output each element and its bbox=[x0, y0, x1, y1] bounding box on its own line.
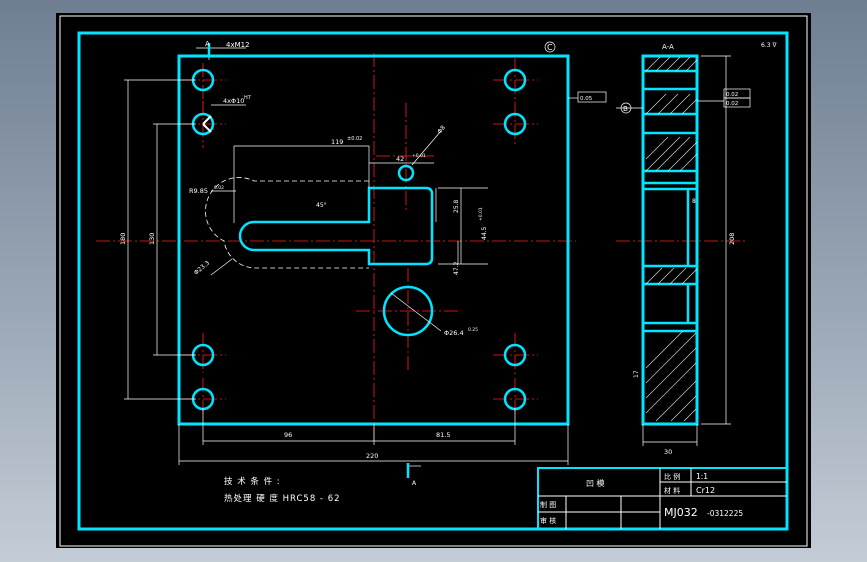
dim-bore-dia: Φ23.3 bbox=[193, 259, 211, 276]
roughness-note: 6.3 ∇ bbox=[761, 42, 777, 49]
section-a-top: A bbox=[205, 40, 210, 48]
drawing-sheet: A 4xM12 C 4xΦ10 H7 119 ±0.02 Φ8 42 +0.01… bbox=[56, 13, 811, 548]
section-outline bbox=[641, 54, 699, 426]
dim-radius-tol: 0.02 bbox=[214, 185, 224, 191]
scale-value: 1:1 bbox=[696, 472, 708, 481]
drawing-no-suffix: -0312225 bbox=[707, 509, 743, 518]
holes bbox=[191, 68, 527, 411]
dim-left: 96 bbox=[284, 431, 292, 439]
section-title: A-A bbox=[662, 43, 674, 51]
dim-height-inner: 130 bbox=[148, 233, 156, 245]
scale-label: 比 例 bbox=[664, 472, 680, 481]
tech-req-line1: 热处理 硬 度 HRC58 - 62 bbox=[224, 493, 341, 504]
dim-right: 81.5 bbox=[436, 431, 450, 439]
center-lines bbox=[96, 53, 746, 443]
tolerance-frames bbox=[577, 88, 751, 108]
material-label: 材 料 bbox=[664, 486, 680, 495]
dimension-lines bbox=[124, 47, 578, 478]
dim-lower-h: 47.2 bbox=[453, 261, 460, 275]
slot-phantom bbox=[205, 177, 369, 269]
bore-note: Φ26.4 bbox=[444, 329, 464, 337]
section-a-bottom: A bbox=[412, 480, 417, 487]
dim-lower: 17 bbox=[633, 370, 640, 378]
dim-top-w: 42 bbox=[396, 155, 404, 163]
title-block bbox=[537, 467, 788, 530]
copyright-c: C bbox=[547, 43, 553, 52]
dim-radius: R9.85 bbox=[189, 187, 208, 195]
hole-tr1 bbox=[503, 68, 527, 92]
section-cut-marks bbox=[207, 43, 410, 478]
hole-tr2 bbox=[503, 112, 527, 136]
drawing-no: MJ032 bbox=[664, 506, 698, 519]
slot-contour bbox=[238, 186, 434, 266]
main-bore bbox=[382, 285, 434, 337]
symbol-c-circle bbox=[544, 41, 556, 53]
tol-b: 0.02 bbox=[726, 101, 738, 107]
drawn-label: 制 图 bbox=[540, 500, 556, 509]
dim-upper-h: 25.8 bbox=[453, 199, 460, 213]
tech-req-title: 技 术 条 件 : bbox=[224, 476, 281, 487]
datum-b: B bbox=[623, 105, 628, 113]
dim-slot-h-tol: +0.01 bbox=[478, 207, 484, 221]
dim-top-w-tol: +0.01 bbox=[412, 153, 426, 159]
dim-angle: 45° bbox=[316, 202, 327, 209]
dim-step: 8 bbox=[692, 198, 696, 205]
dim-slot-h: 44.5 bbox=[481, 226, 488, 240]
bore-note-tol: 0.25 bbox=[468, 327, 478, 333]
material-value: Cr12 bbox=[696, 486, 715, 495]
thread-note: 4xM12 bbox=[226, 41, 250, 49]
pin-note-tol: H7 bbox=[244, 95, 251, 101]
dim-width: 220 bbox=[366, 452, 378, 460]
dim-slot-len: 119 bbox=[331, 138, 343, 146]
tol-c-main: 0.05 bbox=[580, 96, 593, 102]
pin-hole bbox=[397, 164, 415, 182]
pin-note: 4xΦ10 bbox=[223, 97, 244, 105]
die-plate-outline bbox=[177, 54, 570, 426]
inner-frame bbox=[77, 31, 789, 531]
datum-b-circle bbox=[620, 102, 632, 114]
hole-br1 bbox=[503, 343, 527, 367]
dim-section-height: 208 bbox=[728, 233, 736, 245]
outer-border bbox=[59, 15, 808, 547]
dim-height-outer: 180 bbox=[119, 233, 127, 245]
dim-center-mark: Φ8 bbox=[436, 124, 447, 135]
tol-a: 0.02 bbox=[726, 92, 738, 98]
checked-label: 审 核 bbox=[540, 516, 556, 525]
dim-thickness: 30 bbox=[664, 448, 672, 456]
section-view bbox=[616, 54, 731, 446]
part-name: 凹 模 bbox=[586, 478, 605, 488]
cad-drawing: A 4xM12 C 4xΦ10 H7 119 ±0.02 Φ8 42 +0.01… bbox=[59, 15, 808, 547]
dim-slot-len-tol: ±0.02 bbox=[347, 136, 362, 142]
